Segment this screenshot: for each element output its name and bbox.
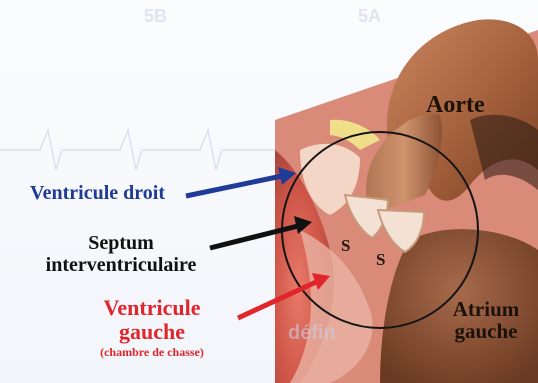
label-aorte: Aorte [426,92,485,119]
label-ventricule-droit: Ventricule droit [30,182,165,205]
label-atrium-gauche: Atrium gauche [440,298,532,342]
label-atrium-line2: gauche [440,320,532,342]
label-septum: Septum interventriculaire [16,232,226,276]
label-ventricule-gauche: Ventricule gauche [62,296,242,344]
background-text-line: défin [288,322,336,345]
label-sigmoid-2: S [376,250,385,270]
label-atrium-line1: Atrium [440,298,532,320]
label-ventricule-gauche-line1: Ventricule [62,296,242,320]
label-sigmoid-1: S [341,236,350,256]
label-chambre-de-chasse: (chambre de chasse) [62,345,242,360]
label-septum-line1: Septum [16,232,226,254]
label-ventricule-gauche-line2: gauche [62,320,242,344]
background-ecg-trace [0,120,300,180]
label-septum-line2: interventriculaire [16,254,226,276]
